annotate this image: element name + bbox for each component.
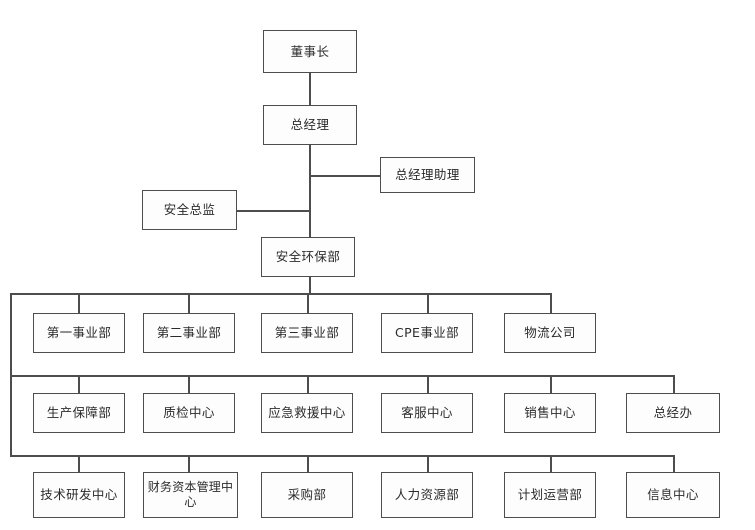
stem-center-1 — [78, 375, 80, 393]
stem-div-5 — [550, 293, 552, 313]
node-division-2-label: 第二事业部 — [156, 325, 222, 341]
node-division-3-label: 第三事业部 — [274, 325, 340, 341]
stem-support-1 — [78, 455, 80, 472]
node-safety-director-label: 安全总监 — [163, 202, 216, 218]
stem-center-2 — [188, 375, 190, 393]
node-center-1-label: 生产保障部 — [46, 405, 112, 421]
node-division-4-label: CPE事业部 — [394, 325, 460, 341]
node-center-2-label: 质检中心 — [163, 405, 215, 421]
node-center-5[interactable]: 销售中心 — [504, 393, 596, 433]
stem-support-4 — [427, 455, 429, 472]
bus-support-row — [10, 455, 674, 457]
node-division-3[interactable]: 第三事业部 — [261, 313, 353, 353]
node-division-5-label: 物流公司 — [524, 325, 576, 341]
node-general-manager[interactable]: 总经理 — [263, 105, 357, 145]
stem-div-3 — [307, 293, 309, 313]
node-center-6[interactable]: 总经办 — [626, 393, 720, 433]
node-division-5[interactable]: 物流公司 — [504, 313, 596, 353]
bus-business-divisions — [10, 293, 552, 295]
node-general-manager-label: 总经理 — [290, 117, 330, 133]
stem-div-1 — [78, 293, 80, 313]
node-support-5-label: 计划运营部 — [517, 487, 583, 503]
connector-gm-assistant — [309, 175, 380, 177]
node-center-5-label: 销售中心 — [524, 405, 576, 421]
node-support-6-label: 信息中心 — [647, 487, 699, 503]
node-support-2[interactable]: 财务资本管理中心 — [143, 472, 238, 518]
node-support-4-label: 人力资源部 — [394, 487, 460, 503]
node-safety-env-dept[interactable]: 安全环保部 — [261, 237, 355, 277]
stem-center-4 — [427, 375, 429, 393]
stem-center-5 — [550, 375, 552, 393]
node-center-3-label: 应急救援中心 — [268, 405, 346, 421]
node-center-2[interactable]: 质检中心 — [143, 393, 235, 433]
node-center-3[interactable]: 应急救援中心 — [261, 393, 353, 433]
node-center-1[interactable]: 生产保障部 — [33, 393, 125, 433]
node-center-6-label: 总经办 — [653, 405, 693, 421]
node-gm-assistant-label: 总经理助理 — [395, 167, 460, 183]
node-safety-env-dept-label: 安全环保部 — [275, 249, 341, 265]
node-support-3[interactable]: 采购部 — [261, 472, 353, 518]
node-safety-director[interactable]: 安全总监 — [142, 190, 237, 230]
stem-support-2 — [188, 455, 190, 472]
node-center-4[interactable]: 客服中心 — [381, 393, 473, 433]
connector-safety-director — [237, 210, 310, 212]
stem-div-4 — [427, 293, 429, 313]
connector-chairman-gm — [309, 73, 311, 105]
node-support-5[interactable]: 计划运营部 — [504, 472, 596, 518]
node-division-4[interactable]: CPE事业部 — [381, 313, 473, 353]
node-support-6[interactable]: 信息中心 — [626, 472, 720, 518]
node-division-1-label: 第一事业部 — [46, 325, 112, 341]
node-gm-assistant[interactable]: 总经理助理 — [380, 157, 475, 193]
node-division-2[interactable]: 第二事业部 — [143, 313, 235, 353]
stem-div-2 — [188, 293, 190, 313]
node-division-1[interactable]: 第一事业部 — [33, 313, 125, 353]
connector-gm-spine — [309, 145, 311, 237]
node-support-1[interactable]: 技术研发中心 — [33, 472, 125, 518]
stem-center-6 — [673, 375, 675, 393]
node-support-3-label: 采购部 — [287, 487, 327, 503]
stem-support-5 — [550, 455, 552, 472]
connector-safetyenv-bus1 — [309, 277, 311, 294]
node-center-4-label: 客服中心 — [401, 405, 453, 421]
stem-support-3 — [307, 455, 309, 472]
node-chairman-label: 董事长 — [290, 43, 330, 59]
node-chairman[interactable]: 董事长 — [263, 30, 357, 73]
stem-support-6 — [673, 455, 675, 472]
node-support-2-label: 财务资本管理中心 — [147, 480, 234, 509]
stem-center-3 — [307, 375, 309, 393]
node-support-4[interactable]: 人力资源部 — [381, 472, 473, 518]
bus-centers-row — [10, 375, 674, 377]
node-support-1-label: 技术研发中心 — [40, 487, 118, 503]
